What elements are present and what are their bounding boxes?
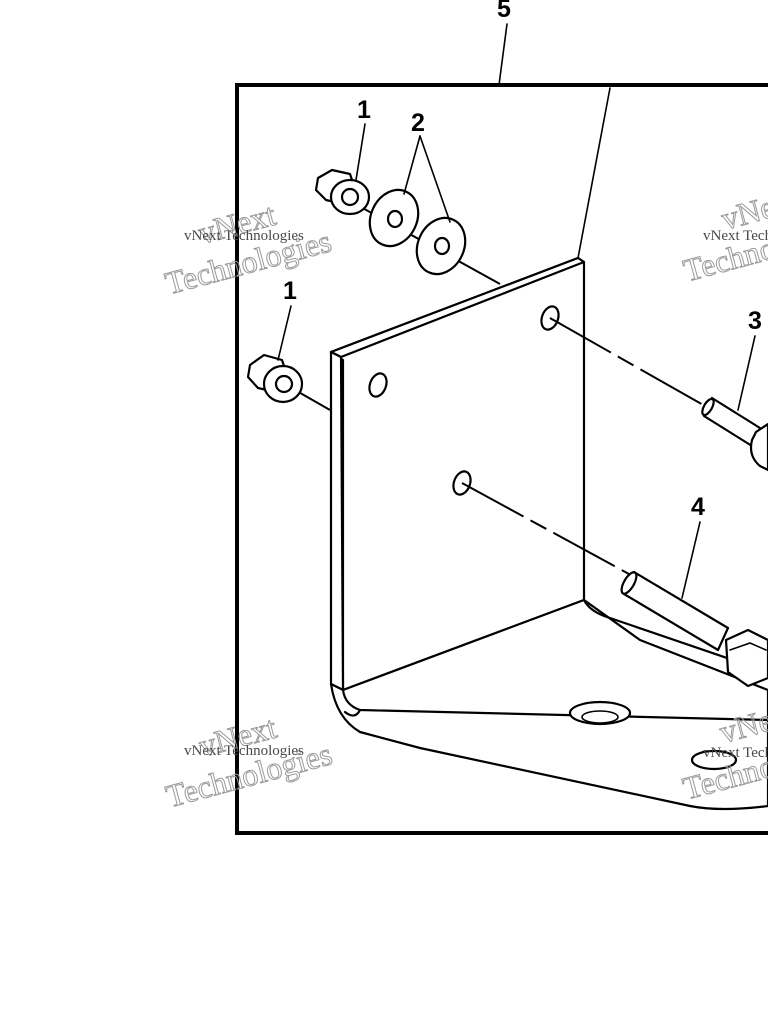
leader-1-left (277, 305, 292, 361)
leader-5-inner (577, 87, 611, 259)
watermark-small-bottom-right: vNext Technologies (703, 745, 768, 761)
bolt-3 (701, 396, 768, 472)
callout-1-left: 1 (283, 277, 297, 305)
leader-2b (419, 135, 451, 223)
assembly-frame (235, 83, 768, 835)
base-hole-2 (690, 749, 738, 771)
flange-nut-left (246, 353, 304, 404)
axis-bolt-4 (461, 482, 641, 581)
callout-5: 5 (497, 0, 511, 23)
watermark-small-top-left: vNext Technologies (184, 228, 304, 244)
callout-2: 2 (411, 109, 425, 137)
leader-1-top (355, 123, 366, 181)
bolt-4 (620, 570, 768, 688)
leader-4 (681, 521, 701, 599)
leader-5 (498, 23, 508, 86)
callout-3: 3 (748, 307, 762, 335)
bracket (329, 256, 768, 811)
flange-nut-top (314, 168, 371, 216)
axis-bolt-3 (549, 317, 713, 411)
callout-1-top: 1 (357, 96, 371, 124)
base-hole-1 (568, 700, 632, 726)
leader-3 (737, 335, 756, 411)
plate-hole-upper-left (368, 372, 388, 398)
washer-2 (415, 216, 467, 276)
watermark-small-top-right: vNext Technologies (703, 228, 768, 244)
watermark-small-bottom-left: vNext Technologies (184, 743, 304, 759)
callout-4: 4 (691, 493, 705, 521)
leader-2a (403, 135, 421, 195)
washer-1 (368, 188, 420, 248)
